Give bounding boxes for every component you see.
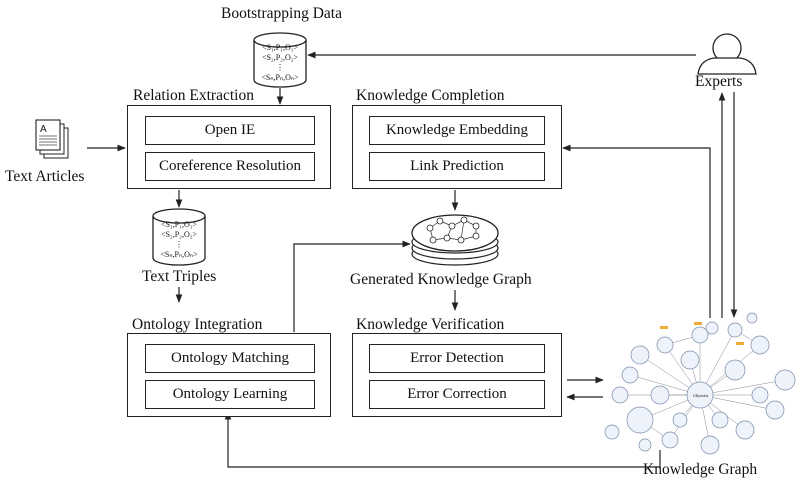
- error-correction-box: Error Correction: [369, 380, 545, 409]
- generated-kg-stack: [411, 214, 499, 266]
- text-articles-label: Text Articles: [5, 168, 85, 185]
- ontology-integration-title: Ontology Integration: [132, 316, 263, 333]
- coreference-resolution-box: Coreference Resolution: [145, 152, 315, 181]
- relation-extraction-title: Relation Extraction: [133, 87, 254, 104]
- knowledge-completion-box: Knowledge Embedding Link Prediction: [352, 105, 562, 189]
- knowledge-completion-title: Knowledge Completion: [356, 87, 505, 104]
- text-triple-n: <Sₙ,Pₙ,Oₙ>: [160, 250, 198, 259]
- error-detection-box: Error Detection: [369, 344, 545, 373]
- bootstrap-triple-n: <Sₙ,Pₙ,Oₙ>: [261, 73, 299, 82]
- bootstrap-triple-2: <S₂,P₂,O₂>: [261, 53, 299, 62]
- knowledge-graph-label: Knowledge Graph: [643, 461, 758, 478]
- bootstrapping-triples: <S₁,P₁,O₁> <S₂,P₂,O₂> ⋮ <Sₙ,Pₙ,Oₙ>: [254, 43, 306, 83]
- text-triples-cylinder: [152, 208, 206, 266]
- experts-label: Experts: [695, 73, 743, 90]
- ontology-learning-box: Ontology Learning: [145, 380, 315, 409]
- knowledge-embedding-box: Knowledge Embedding: [369, 116, 545, 145]
- ontology-matching-box: Ontology Matching: [145, 344, 315, 373]
- bootstrapping-data-label: Bootstrapping Data: [221, 5, 342, 22]
- document-letter: A: [40, 124, 47, 135]
- text-triple-2: <S₂,P₂,O₂>: [160, 230, 198, 239]
- document-stack-icon: A: [35, 119, 69, 159]
- relation-extraction-box: Open IE Coreference Resolution: [127, 105, 331, 189]
- expert-person-icon: [697, 33, 757, 75]
- svg-text:DBpedia: DBpedia: [693, 393, 709, 398]
- knowledge-verification-title: Knowledge Verification: [356, 316, 505, 333]
- bootstrap-triple-ellipsis: ⋮: [276, 63, 284, 72]
- text-triple-1: <S₁,P₁,O₁>: [160, 220, 198, 229]
- knowledge-graph-cloud: DBpedia: [604, 312, 796, 455]
- text-triples-label: Text Triples: [142, 268, 217, 285]
- generated-kg-label: Generated Knowledge Graph: [350, 271, 532, 288]
- ontology-integration-box: Ontology Matching Ontology Learning: [127, 333, 331, 417]
- text-triples-list: <S₁,P₁,O₁> <S₂,P₂,O₂> ⋮ <Sₙ,Pₙ,Oₙ>: [153, 220, 205, 260]
- text-triple-ellipsis: ⋮: [175, 240, 183, 249]
- link-prediction-box: Link Prediction: [369, 152, 545, 181]
- open-ie-box: Open IE: [145, 116, 315, 145]
- arrows: [87, 51, 738, 468]
- bootstrap-triple-1: <S₁,P₁,O₁>: [261, 43, 299, 52]
- knowledge-verification-box: Error Detection Error Correction: [352, 333, 562, 417]
- bootstrapping-data-cylinder: [253, 32, 307, 88]
